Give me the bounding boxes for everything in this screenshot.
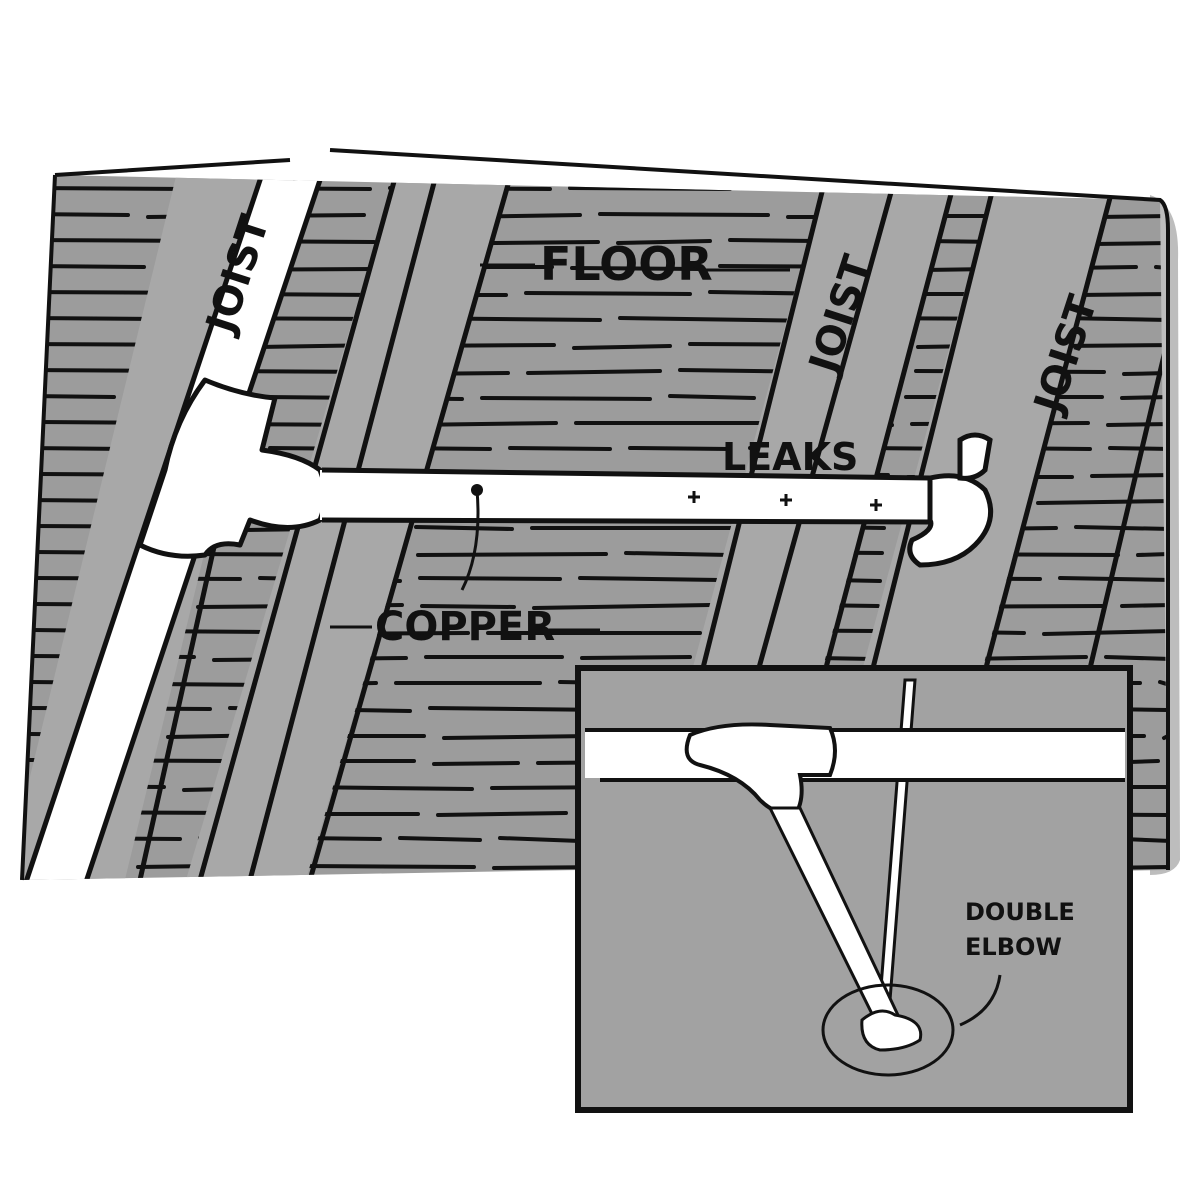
floor-board-line [1076,292,1168,297]
floor-board-line [578,576,722,582]
label-floor: FLOOR [540,237,713,291]
floor-board-line [28,264,146,269]
floor-board-line [1058,576,1168,582]
tee-fitting [137,377,328,559]
inset-panel: DOUBLE ELBOW [575,665,1133,1113]
leak-marks [688,491,882,511]
floor-board-line [1120,395,1168,400]
elbow-fitting [907,473,994,568]
floor-board-line [580,655,692,660]
floor-board-line [570,266,702,271]
floor-board-line [1106,422,1168,427]
label-leaks: LEAKS [722,435,858,479]
label-inset-double: DOUBLE [965,898,1075,926]
floor-board-line [598,212,770,217]
floor-board-line [436,811,568,817]
floor-board-line [1060,343,1168,348]
floor-board-line [1090,473,1168,478]
label-inset-elbow: ELBOW [965,933,1062,961]
floor-board-line [1042,629,1168,636]
floor-board-line [624,551,732,557]
elbow-up [957,432,993,481]
floor-board-line [498,836,582,843]
floor-board-line [572,344,672,350]
floor-board-line [28,394,116,399]
floor-board-line [300,864,476,869]
floor-board-line [398,836,482,842]
floor-board-line [418,576,562,581]
floor-board-line [420,604,516,609]
floor-board-line [1036,499,1168,505]
floor-board-line [532,603,712,610]
floor-board-line [28,316,162,321]
copper-pipe [320,470,960,520]
floor-board-line [628,446,732,451]
floor-board-line [480,396,652,401]
floor-board-line [1158,680,1168,687]
floor-board-line [1104,655,1168,661]
label-copper: COPPER [375,604,555,650]
floor-board-line [616,239,712,245]
floor-board-line [668,394,756,400]
floor-board-line [432,761,520,766]
floor-outline [20,148,1170,881]
floor-board-line [508,446,612,451]
joist-center [180,175,515,880]
floor-board-line [526,369,662,375]
floor-board-line [1092,241,1168,246]
floor-board-line [1108,186,1168,191]
floor-board-line [416,552,608,557]
floor-board-line [748,186,912,191]
floor-board-line [28,212,130,217]
floor-board-line [568,186,732,191]
floor-board-line [414,525,514,531]
floor-board-line [524,291,692,296]
floor-board-line [28,186,192,191]
floor-board-line [1120,603,1168,608]
